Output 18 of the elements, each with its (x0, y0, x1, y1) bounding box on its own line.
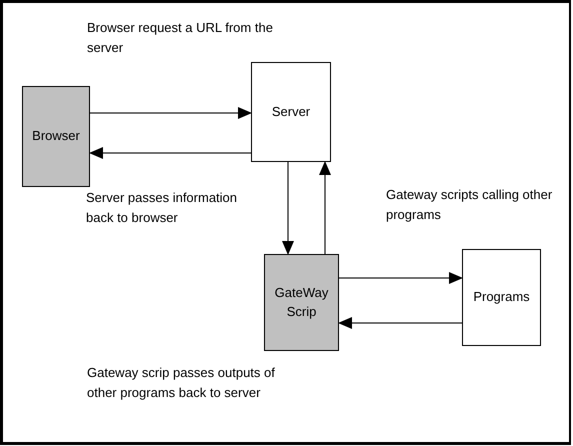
node-label: Server (272, 102, 310, 121)
annotation-text: Server passes information back to browser (86, 189, 238, 226)
arrow (282, 162, 294, 255)
node-label: GateWay Scrip (274, 284, 330, 321)
arrow (90, 107, 252, 119)
process-box (462, 249, 541, 346)
arrow (338, 272, 463, 284)
process-box (264, 254, 339, 351)
arrow (319, 161, 331, 254)
annotation-text: Browser request a URL from the server (87, 19, 274, 56)
annotation-text: Gateway scripts calling other programs (386, 186, 554, 224)
arrow (338, 317, 462, 329)
annotation-text: Gateway scrip passes outputs of other programs back to server (87, 364, 276, 402)
process-box (22, 86, 90, 187)
process-box (251, 62, 331, 162)
node-label: Browser (32, 127, 80, 146)
node-label: Programs (473, 288, 530, 306)
arrow (89, 147, 252, 159)
